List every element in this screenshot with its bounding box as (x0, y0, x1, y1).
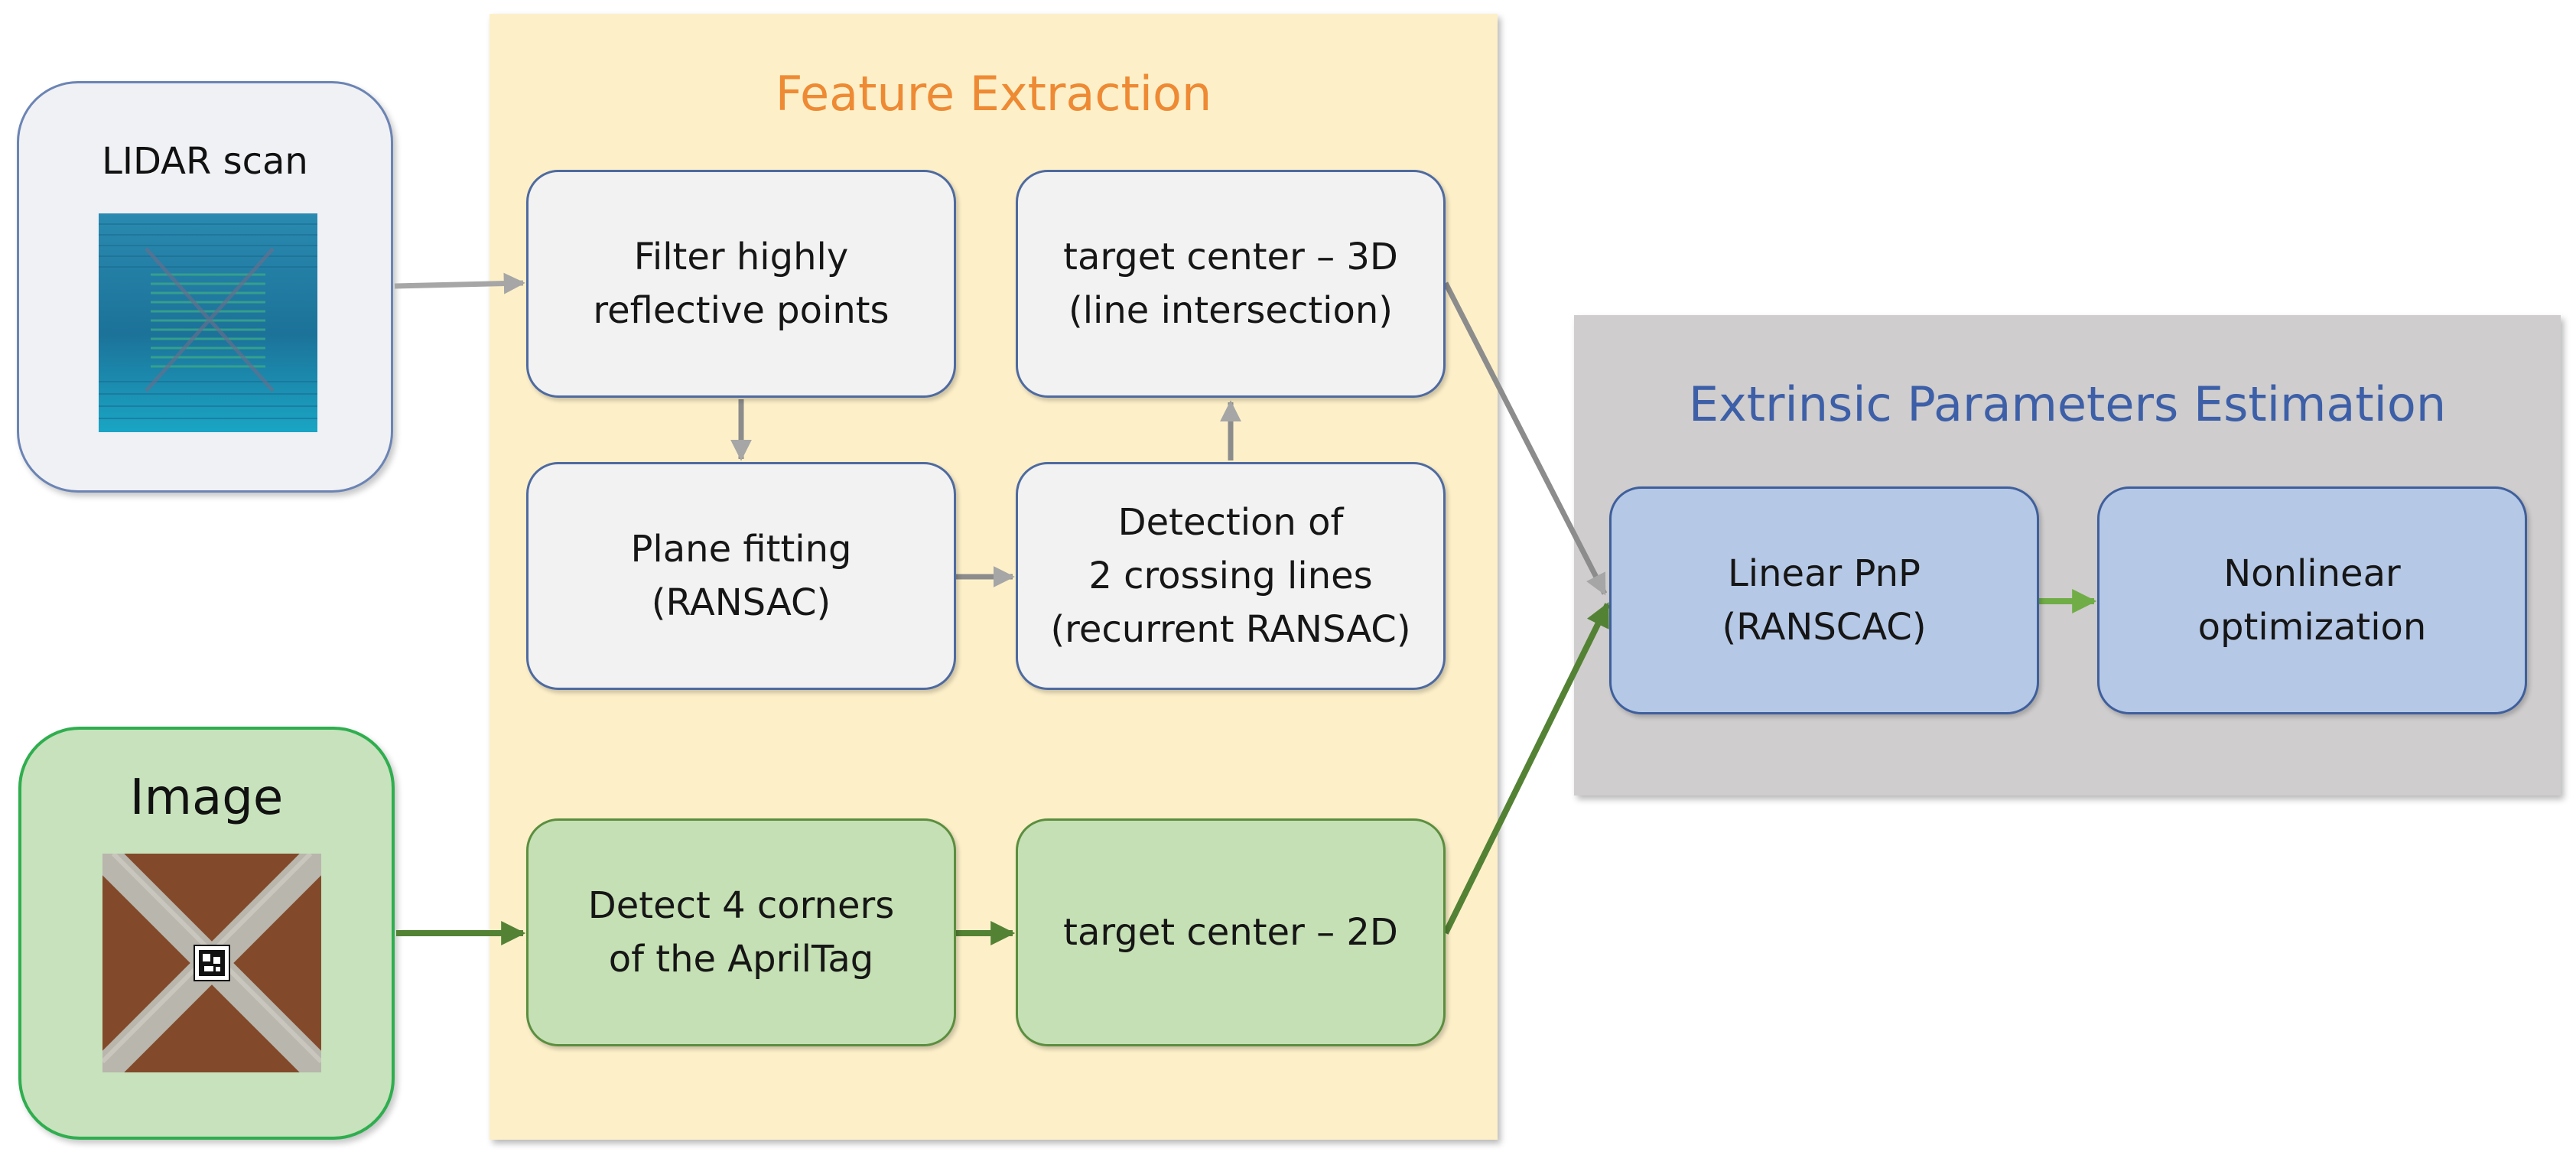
filter-reflective-points-node: Filter highly reflective points (526, 170, 956, 398)
node-line: (RANSCAC) (1722, 606, 1927, 649)
node-line: (recurrent RANSAC) (1050, 608, 1411, 651)
image-input: Image (18, 727, 395, 1140)
linear-pnp-node: Linear PnP (RANSCAC) (1609, 486, 2039, 714)
node-line: (RANSAC) (651, 581, 831, 624)
detect-apriltag-corners-node: Detect 4 corners of the AprilTag (526, 818, 956, 1046)
arrow-target2d-to-linear (1442, 602, 1611, 935)
node-line: reflective points (593, 289, 890, 332)
image-thumbnail (102, 854, 321, 1072)
lidar-scan-thumbnail (99, 213, 317, 432)
node-line: Detection of (1117, 501, 1344, 544)
crossing-lines-detection-node: Detection of 2 crossing lines (recurrent… (1016, 462, 1446, 690)
node-line: Filter highly (633, 236, 849, 278)
arrow-target3d-to-linear (1442, 281, 1608, 596)
node-line: target center – 2D (1063, 911, 1398, 954)
node-line: Plane fitting (630, 528, 852, 571)
target-center-3d-node: target center – 3D (line intersection) (1016, 170, 1446, 398)
plane-fitting-node: Plane fitting (RANSAC) (526, 462, 956, 690)
extrinsic-estimation-title: Extrinsic Parameters Estimation (1688, 376, 2447, 432)
node-line: Detect 4 corners (587, 884, 895, 927)
arrow-lidar-to-filter (394, 272, 525, 294)
node-line: Nonlinear (2223, 552, 2401, 595)
target-center-2d-node: target center – 2D (1016, 818, 1446, 1046)
node-line: Linear PnP (1728, 552, 1921, 595)
node-line: 2 crossing lines (1088, 555, 1373, 597)
nonlinear-optimization-node: Nonlinear optimization (2097, 486, 2527, 714)
node-line: (line intersection) (1068, 289, 1394, 332)
node-line: optimization (2197, 606, 2427, 649)
node-line: target center – 3D (1063, 236, 1398, 278)
feature-extraction-title: Feature Extraction (775, 66, 1212, 122)
image-label: Image (129, 769, 284, 826)
lidar-scan-input: LIDAR scan (17, 81, 393, 493)
node-line: of the AprilTag (608, 938, 874, 981)
lidar-scan-label: LIDAR scan (102, 140, 308, 183)
